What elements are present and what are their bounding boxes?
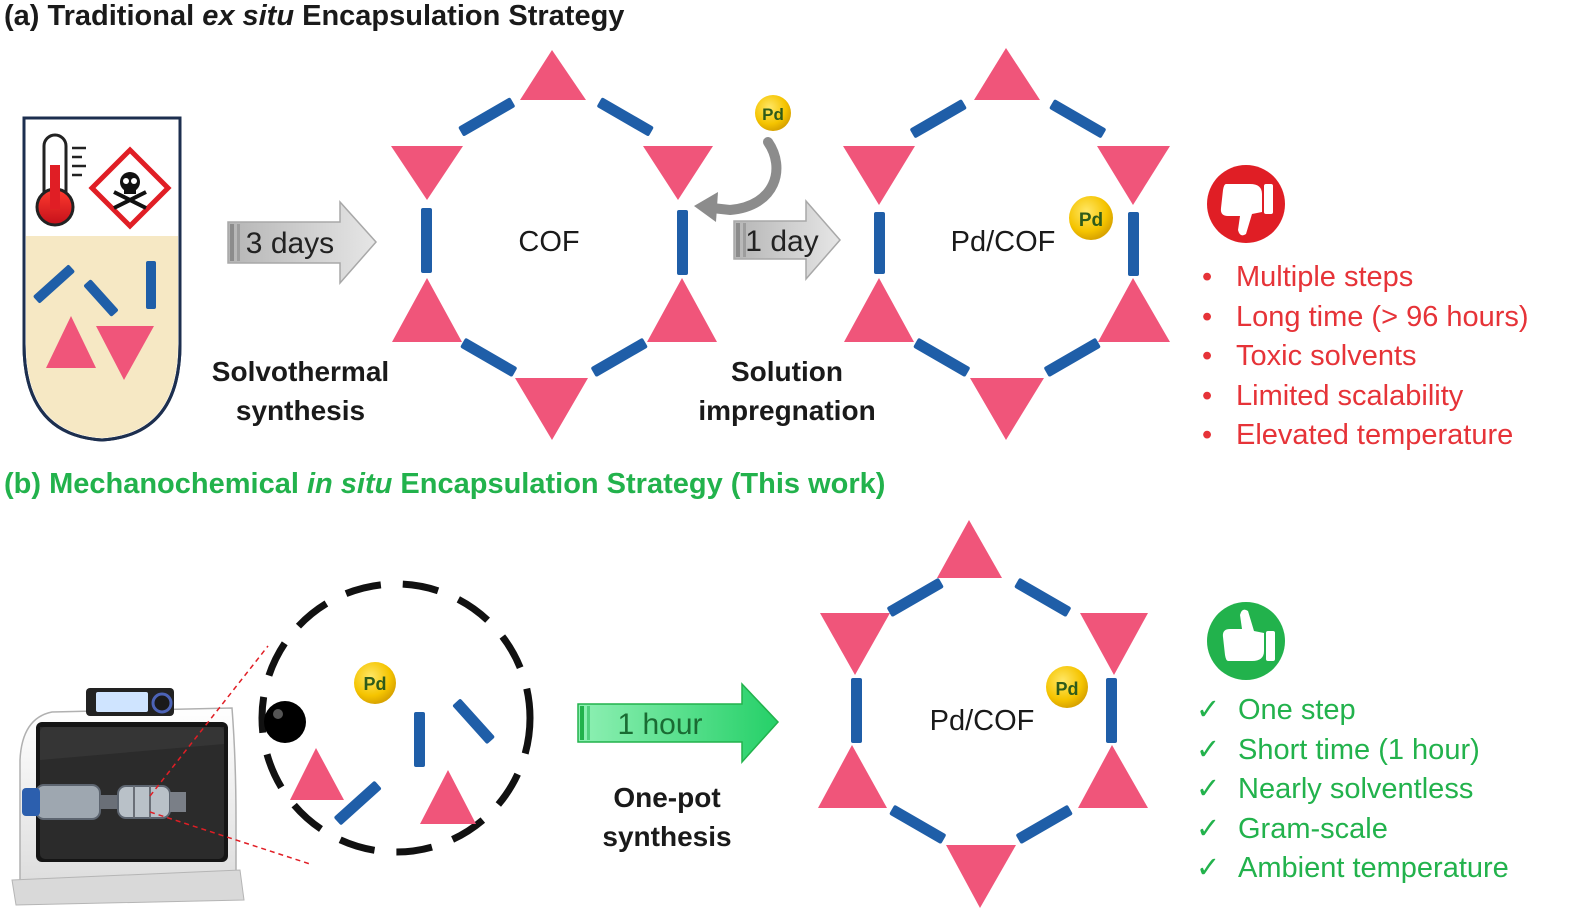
check-icon: ✓ — [1196, 773, 1221, 805]
thumbs-down-icon — [1207, 165, 1285, 243]
pd-cof-framework: Pd/COF Pd — [843, 48, 1170, 440]
zoom-lines — [149, 645, 311, 865]
pros-item: ✓Nearly solventless — [1196, 770, 1509, 810]
pd-in-cof-label: Pd — [1079, 210, 1103, 231]
cons-item: •Multiple steps — [1202, 261, 1414, 293]
arrow-1-day-label: 1 day — [745, 225, 818, 258]
check-icon: ✓ — [1196, 694, 1221, 726]
pd-cof-framework-b: Pd/COF Pd — [818, 520, 1148, 908]
arrow-1-hour-label: 1 hour — [617, 708, 702, 741]
arrow-3-days-label: 3 days — [246, 227, 334, 260]
milling-jar: Pd — [258, 580, 534, 856]
pd-nanoparticle-in-cof — [1069, 196, 1113, 240]
pd-cof-label-b: Pd/COF — [930, 705, 1035, 737]
pd-cof-label: Pd/COF — [951, 226, 1056, 258]
arrow-1-hour: 1 hour — [577, 682, 780, 764]
check-icon: ✓ — [1196, 812, 1221, 845]
ball-mill-machine — [11, 688, 245, 906]
cof-label: COF — [518, 226, 579, 258]
thumbs-up-icon — [1207, 602, 1285, 680]
thermometer-icon — [35, 133, 86, 227]
check-icon: ✓ — [1196, 733, 1221, 766]
cons-list: •Multiple steps •Long time (> 96 hours) … — [1194, 258, 1529, 456]
panel-b-heading: (b) Mechanochemical in situ Encapsulatio… — [4, 468, 886, 500]
pd-label: Pd — [762, 105, 784, 124]
check-icon: ✓ — [1196, 852, 1221, 884]
panel-a-heading: (a) Traditional ex situ Encapsulation St… — [4, 0, 625, 32]
pd-nanoparticle-in-cof-b — [1046, 666, 1088, 708]
arrow-3-days: 3 days — [227, 200, 378, 285]
cof-framework: COF — [391, 50, 717, 440]
cons-item: •Long time (> 96 hours) — [1202, 300, 1529, 333]
cons-item: •Toxic solvents — [1202, 340, 1417, 372]
cons-item: •Limited scalability — [1202, 379, 1464, 412]
pd-in-cof-label-b: Pd — [1055, 679, 1078, 699]
pd-nanoparticle-jar — [354, 662, 396, 704]
jar-pd-label: Pd — [363, 674, 386, 694]
pros-item: ✓Short time (1 hour) — [1196, 731, 1509, 771]
pros-item: ✓Ambient temperature — [1196, 849, 1509, 889]
pros-list: ✓One step ✓Short time (1 hour) ✓Nearly s… — [1196, 691, 1509, 889]
vessel-contents — [33, 261, 156, 380]
cons-item: •Elevated temperature — [1202, 419, 1514, 451]
pd-nanoparticle: Pd — [755, 95, 791, 131]
pros-item: ✓One step — [1196, 691, 1509, 731]
pros-item: ✓Gram-scale — [1196, 810, 1509, 850]
curved-arrow-icon — [694, 137, 782, 222]
arrow-1-day: 1 day — [733, 198, 841, 282]
toxic-hazard-icon — [88, 146, 172, 230]
